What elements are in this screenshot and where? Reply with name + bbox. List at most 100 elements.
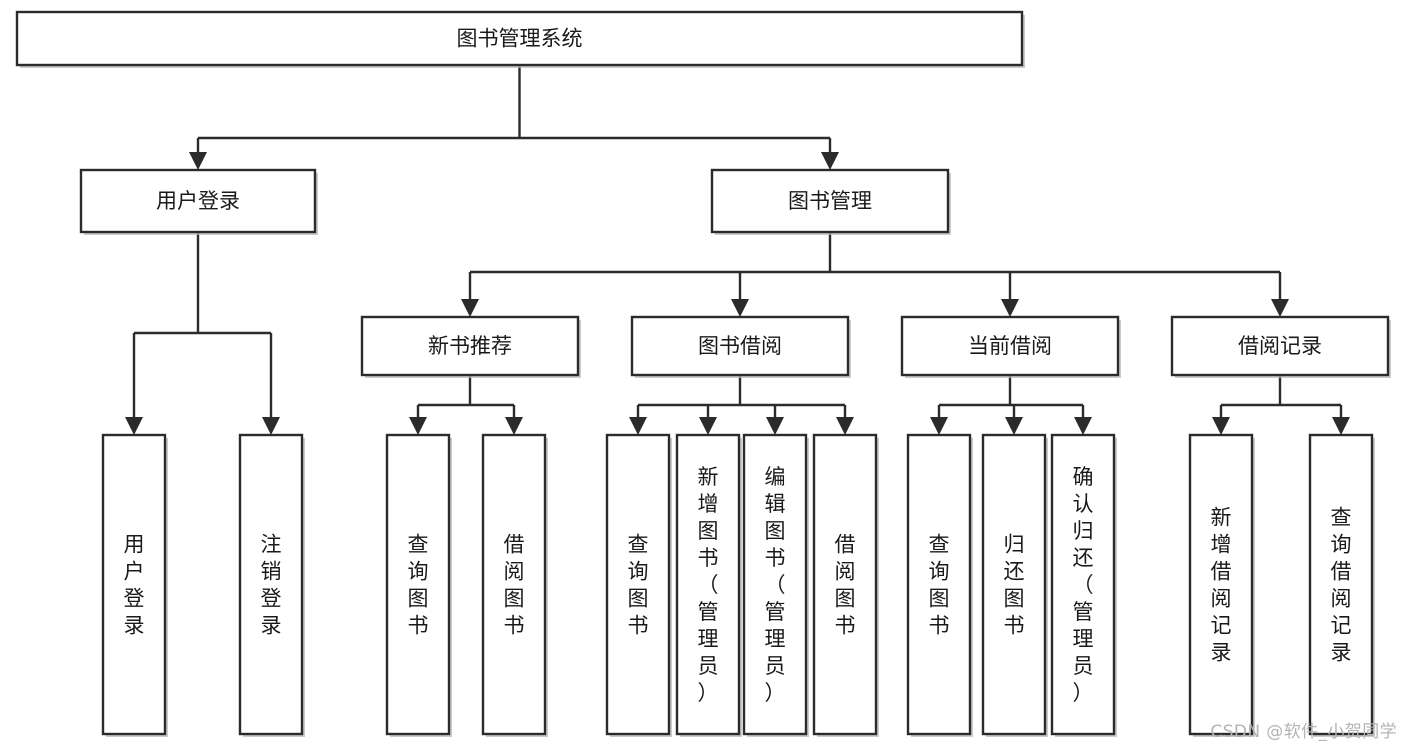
svg-text:阅: 阅 [504,560,525,584]
svg-text:书: 书 [504,614,525,638]
svg-text:阅: 阅 [835,560,856,584]
svg-text:登: 登 [124,587,145,611]
arrow-head-icon [766,417,784,435]
arrow-head-icon [629,417,647,435]
nodes-layer: 图书管理系统用户登录图书管理新书推荐图书借阅当前借阅借阅记录用户登录注销登录查询… [15,10,1391,737]
svg-text:管: 管 [765,600,786,624]
svg-text:编: 编 [765,465,786,489]
svg-text:询: 询 [1331,533,1352,557]
arrow-head-icon [461,299,479,317]
arrow-head-icon [1332,417,1350,435]
svg-text:书: 书 [835,614,856,638]
arrow-head-icon [1074,417,1092,435]
svg-text:）: ） [765,681,786,705]
arrow-head-icon [731,299,749,317]
svg-text:查: 查 [628,533,649,557]
svg-text:书: 书 [765,546,786,570]
svg-text:认: 认 [1073,492,1094,516]
watermark-text: CSDN @软件_小贺同学 [1210,722,1397,742]
node-label: 当前借阅 [968,334,1052,358]
svg-text:确: 确 [1073,465,1094,489]
node-label: 图书管理系统 [457,27,583,51]
svg-text:图: 图 [765,519,786,543]
node-label: 用户登录 [156,189,240,213]
svg-text:员: 员 [765,654,786,678]
svg-text:）: ） [698,681,719,705]
svg-text:借: 借 [1331,560,1352,584]
node-book-borrow[interactable]: 图书借阅 [630,315,851,378]
arrow-head-icon [505,417,523,435]
connectors-layer [125,65,1350,435]
arrow-head-icon [262,417,280,435]
svg-text:户: 户 [124,560,145,584]
svg-text:记: 记 [1211,614,1232,638]
node-new-book-rec[interactable]: 新书推荐 [360,315,581,378]
svg-text:归: 归 [1004,533,1025,557]
svg-text:用: 用 [124,533,145,557]
svg-text:书: 书 [698,546,719,570]
svg-text:图: 图 [628,587,649,611]
arrow-head-icon [1001,299,1019,317]
svg-text:还: 还 [1073,546,1094,570]
arrow-head-icon [836,417,854,435]
node-current-borrow[interactable]: 当前借阅 [900,315,1121,378]
node-root-system[interactable]: 图书管理系统 [15,10,1025,68]
svg-text:管: 管 [1073,600,1094,624]
node-label: 用户登录 [124,533,145,638]
svg-text:记: 记 [1331,614,1352,638]
svg-text:图: 图 [408,587,429,611]
svg-text:书: 书 [408,614,429,638]
svg-text:图: 图 [929,587,950,611]
arrow-head-icon [125,417,143,435]
svg-text:书: 书 [628,614,649,638]
svg-text:书: 书 [929,614,950,638]
node-book-manage[interactable]: 图书管理 [710,168,951,235]
node-label: 借阅记录 [1238,334,1322,358]
svg-text:登: 登 [261,587,282,611]
svg-text:归: 归 [1073,519,1094,543]
node-user-login[interactable]: 用户登录 [79,168,318,235]
svg-text:）: ） [1073,681,1094,705]
svg-text:理: 理 [765,627,786,651]
svg-text:理: 理 [698,627,719,651]
arrow-head-icon [1212,417,1230,435]
svg-text:图: 图 [835,587,856,611]
node-borrow-record[interactable]: 借阅记录 [1170,315,1391,378]
node-label: 新书推荐 [428,334,512,358]
svg-text:员: 员 [1073,654,1094,678]
svg-text:查: 查 [1331,506,1352,530]
svg-text:借: 借 [1211,560,1232,584]
arrow-head-icon [1005,417,1023,435]
svg-text:理: 理 [1073,627,1094,651]
svg-text:注: 注 [261,533,282,557]
svg-text:图: 图 [698,519,719,543]
svg-text:借: 借 [835,533,856,557]
svg-text:增: 增 [1211,533,1232,557]
svg-text:增: 增 [698,492,719,516]
svg-text:阅: 阅 [1331,587,1352,611]
svg-text:新: 新 [698,465,719,489]
svg-text:（: （ [698,573,719,597]
node-leaf-user-login[interactable]: 用户登录 [101,433,168,737]
